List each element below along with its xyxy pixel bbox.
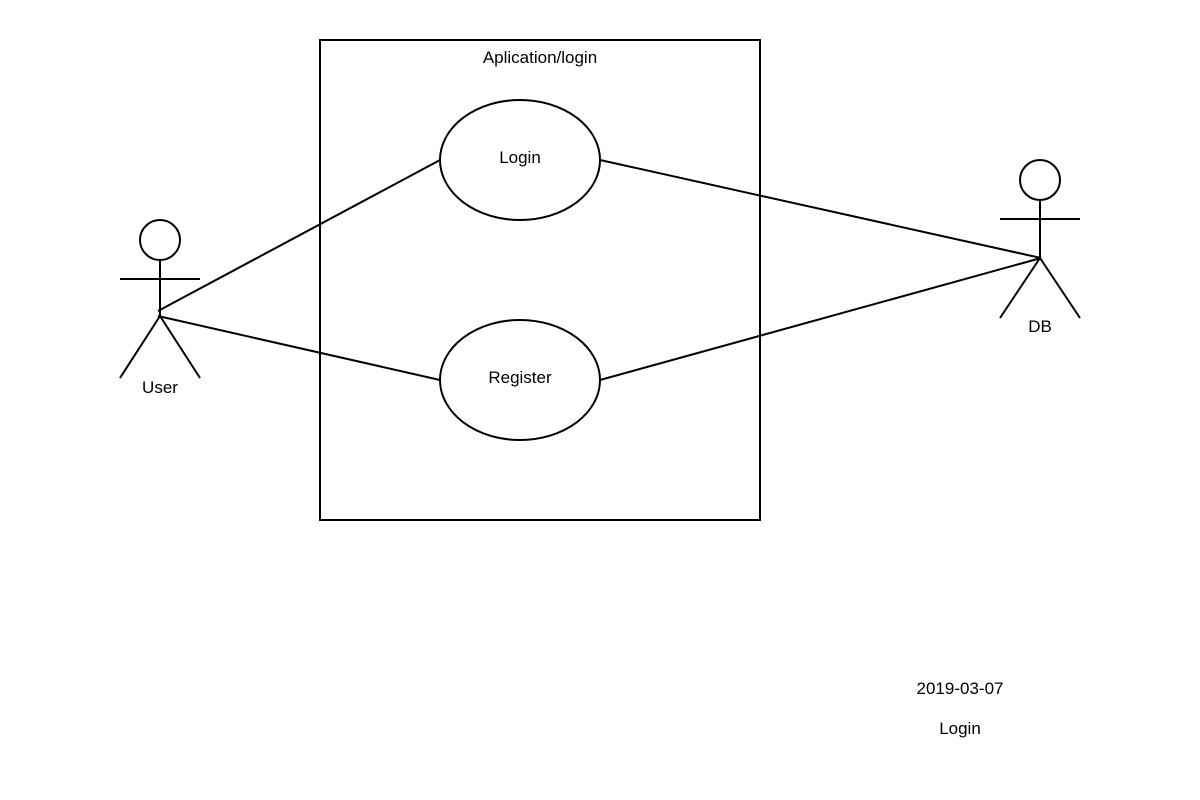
use-case-login-ellipse <box>439 99 601 221</box>
stick-figure-icon <box>119 219 201 379</box>
stick-figure-icon <box>999 159 1081 319</box>
footer-date: 2019-03-07 <box>917 679 1004 698</box>
use-case-register: Register <box>439 319 601 441</box>
actor-user-label: User <box>142 378 178 397</box>
actor-user: User <box>119 219 201 397</box>
actor-db-label: DB <box>1028 317 1052 336</box>
use-case-login-label: Login <box>499 148 541 167</box>
association-register-db <box>599 257 1042 381</box>
system-boundary-title: Aplication/login <box>483 48 597 67</box>
use-case-register-label: Register <box>488 368 552 387</box>
use-case-login: Login <box>439 99 601 221</box>
footer-name: Login <box>939 719 981 738</box>
system-boundary: Aplication/login <box>319 39 761 521</box>
use-case-register-ellipse <box>439 319 601 441</box>
associations <box>157 159 1042 381</box>
actor-db: DB <box>999 159 1081 336</box>
association-user-login <box>157 159 441 312</box>
association-login-db <box>599 159 1042 259</box>
system-boundary-box <box>319 39 761 521</box>
diagram-footer: 2019-03-07 Login <box>917 679 1004 738</box>
association-user-register <box>157 315 441 381</box>
